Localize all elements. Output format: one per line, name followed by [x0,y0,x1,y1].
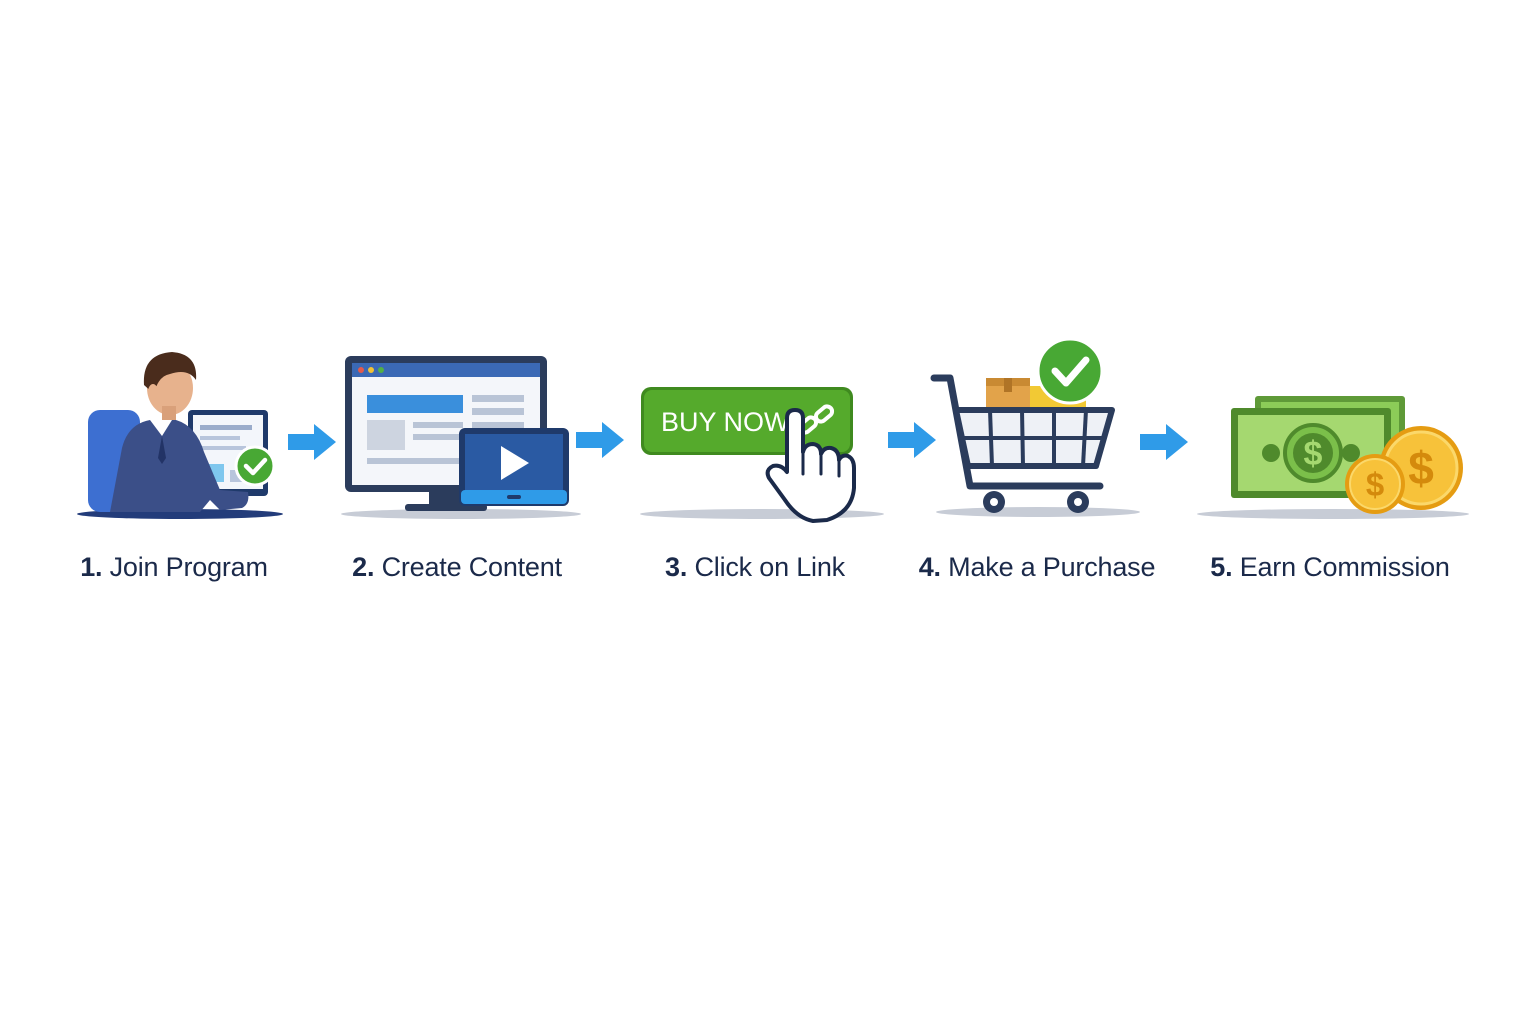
step-label-make-a-purchase: 4. Make a Purchase [897,552,1177,583]
svg-text:$: $ [1408,442,1434,494]
hand-pointer-icon [765,408,856,523]
step-number: 4. [918,552,941,582]
step-label-earn-commission: 5. Earn Commission [1190,552,1470,583]
step-label-join-program: 1. Join Program [34,552,314,583]
buy-now-label: BUY NOW [661,407,790,437]
step-label-create-content: 2. Create Content [317,552,597,583]
arrow-right-icon [1140,424,1188,460]
svg-text:$: $ [1304,435,1323,473]
buy-now-button-with-pointer-icon: BUY NOW [640,387,884,523]
step-label-click-on-link: 3. Click on Link [615,552,895,583]
arrow-right-icon [288,424,336,460]
step-text: Create Content [381,552,563,582]
person-at-computer-icon [77,352,283,519]
checkmark-icon [1036,337,1104,405]
step-number: 2. [352,552,375,582]
step-text: Join Program [109,552,268,582]
step-text: Make a Purchase [948,552,1156,582]
shopping-cart-icon [930,337,1140,517]
svg-text:$: $ [1366,466,1384,503]
step-number: 1. [80,552,103,582]
arrow-right-icon [888,422,936,458]
step-text: Earn Commission [1239,552,1450,582]
monitor-with-video-icon [341,356,581,519]
money-and-coins-icon: $ $ $ [1197,396,1469,519]
arrow-right-icon [576,422,624,458]
step-text: Click on Link [694,552,845,582]
step-number: 3. [665,552,688,582]
step-number: 5. [1210,552,1233,582]
checkmark-icon [234,445,276,487]
